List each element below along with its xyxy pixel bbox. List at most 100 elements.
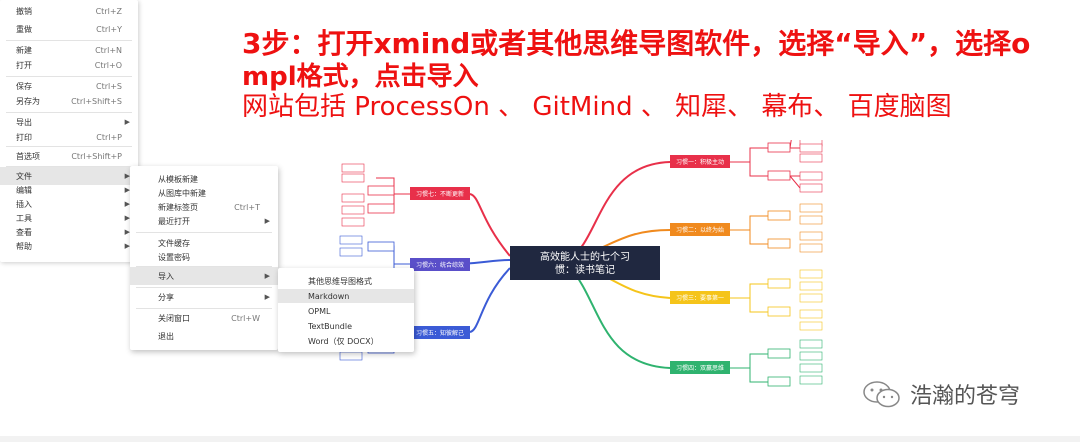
submenu-arrow-icon: ▶ [264,293,270,301]
menu-item-shortcut: Ctrl+Shift+P [71,151,122,161]
submenu-arrow-icon: ▶ [124,228,130,236]
menu-item-label: 导出 [16,117,32,127]
menu-item-file-cache[interactable]: 文件缓存 [130,234,278,252]
menu-item-label: OPML [308,306,331,316]
menu-item-help[interactable]: 帮助 ▶ [0,237,138,255]
branch-node-label: 习惯一：积极主动 [676,158,724,166]
submenu-arrow-icon: ▶ [124,242,130,250]
menu-item-edit[interactable]: 编辑 ▶ [0,181,138,199]
branch-node-habit-6 [410,258,470,271]
mindmap-canvas: 高效能人士的七个习 惯：读书笔记 习惯一：积极主动 习惯二：以终为始 习惯三：要… [339,140,823,387]
mindmap-leaf-nodes [339,140,823,387]
branch-node-label: 习惯七：不断更新 [416,190,464,198]
menu-item-print[interactable]: 打印 Ctrl+P [0,128,138,146]
menu-item-label: 关闭窗口 [158,313,190,323]
menu-item-label: 最近打开 [158,216,190,226]
menu-item-save[interactable]: 保存 Ctrl+S [0,77,138,95]
submenu-arrow-icon: ▶ [124,200,130,208]
center-node-line-1: 高效能人士的七个习 [540,250,630,263]
menu-item-undo[interactable]: 撤销 Ctrl+Z [0,2,138,20]
mindmap-center-node [510,246,660,280]
menu-item-label: 帮助 [16,241,32,251]
menu-item-new-from-gallery[interactable]: 从图库中新建 [130,184,278,202]
submenu-arrow-icon: ▶ [124,186,130,194]
menu-item-new-from-template[interactable]: 从模板新建 [130,170,278,188]
menu-item-insert[interactable]: 插入 ▶ [0,195,138,213]
menu-item-recent[interactable]: 最近打开 ▶ [130,212,278,230]
branch-node-habit-4 [670,361,730,374]
submenu-arrow-icon: ▶ [124,214,130,222]
branch-node-habit-3 [670,291,730,304]
menu-item-label: 文件缓存 [158,238,190,248]
menu-divider [136,287,272,288]
menu-item-shortcut: Ctrl+Z [95,6,122,16]
menu-item-tools[interactable]: 工具 ▶ [0,209,138,227]
menu-divider [136,308,272,309]
menu-item-label: 从图库中新建 [158,188,206,198]
menu-item-label: 撤销 [16,6,32,16]
menu-item-share[interactable]: 分享 ▶ [130,288,278,306]
submenu-arrow-icon: ▶ [264,217,270,225]
instruction-line-2: mpl格式，点击导入 [242,62,479,92]
menu-item-shortcut: Ctrl+P [96,132,122,142]
branch-node-habit-2 [670,223,730,236]
menu-item-label: 其他思维导图格式 [308,276,372,286]
menu-item-quit[interactable]: 退出 [130,327,278,345]
menu-item-label: 分享 [158,292,174,302]
menu-item-label: 文件 [16,171,32,181]
menu-item-label: 另存为 [16,96,40,106]
submenu-arrow-icon: ▶ [124,118,130,126]
branch-node-habit-5 [410,326,470,339]
instruction-line-1: 3步：打开xmind或者其他思维导图软件，选择“导入”，选择o [242,27,1031,60]
menu-item-label: 退出 [158,331,174,341]
menu-item-label: 打开 [16,60,32,70]
menu-divider [6,40,132,41]
menu-item-shortcut: Ctrl+T [234,202,260,212]
menu-divider [6,146,132,147]
branch-node-label: 习惯二：以终为始 [676,226,724,234]
menu-item-shortcut: Ctrl+S [95,81,122,91]
menu-item-shortcut: Ctrl+O [94,60,122,70]
menu-item-label: 查看 [16,227,32,237]
branch-node-habit-1 [670,155,730,168]
menu-item-other-mindmap-formats[interactable]: 其他思维导图格式 [278,274,414,288]
menu-item-label: 保存 [16,81,32,91]
menu-item-label: 新建 [16,45,32,55]
menu-item-import[interactable]: 导入 ▶ [130,267,278,285]
branch-node-label: 习惯五：知彼解己 [416,329,464,337]
menu-item-export[interactable]: 导出 ▶ [0,113,138,131]
menu-divider [136,266,272,267]
menu-item-label: Word（仅 DOCX） [308,336,379,346]
submenu-arrow-icon: ▶ [264,272,270,280]
menu-item-word-docx[interactable]: Word（仅 DOCX） [278,334,414,348]
menu-item-label: 导入 [158,271,174,281]
menu-item-label: Markdown [308,291,350,301]
wechat-icon [863,381,900,408]
menu-item-markdown[interactable]: Markdown [278,289,414,303]
submenu-arrow-icon: ▶ [124,172,130,180]
menu-item-label: TextBundle [308,321,353,331]
menu-item-textbundle[interactable]: TextBundle [278,319,414,333]
menu-item-label: 工具 [16,213,32,223]
menu-item-set-password[interactable]: 设置密码 [130,248,278,266]
center-node-line-2: 惯：读书笔记 [555,263,615,276]
menu-item-file[interactable]: 文件 ▶ [0,167,138,185]
watermark-text: 浩瀚的苍穹 [910,384,1021,409]
menu-item-label: 插入 [16,199,32,209]
menu-item-view[interactable]: 查看 ▶ [0,223,138,241]
menu-item-label: 编辑 [16,185,32,195]
menu-item-open[interactable]: 打开 Ctrl+O [0,56,138,74]
menu-item-label: 从模板新建 [158,174,198,184]
import-submenu: 其他思维导图格式 Markdown OPML TextBundle Word（仅… [278,268,414,352]
menu-divider [136,232,272,233]
menu-item-opml[interactable]: OPML [278,304,414,318]
menu-item-label: 打印 [16,132,32,142]
